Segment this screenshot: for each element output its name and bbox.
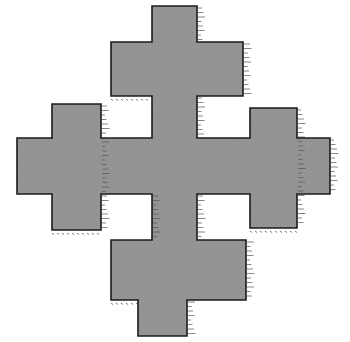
tick-mark: [146, 99, 148, 101]
tick-mark: [111, 99, 113, 101]
tick-mark: [136, 99, 138, 101]
tick-mark: [141, 99, 143, 101]
tick-mark: [275, 231, 277, 233]
tick-mark: [57, 233, 59, 235]
tick-mark: [265, 231, 267, 233]
tick-mark: [290, 231, 292, 233]
tick-mark: [126, 303, 128, 305]
tick-mark: [270, 231, 272, 233]
tick-mark: [280, 231, 282, 233]
tick-mark: [52, 233, 54, 235]
tick-mark: [126, 99, 128, 101]
tick-mark: [97, 233, 99, 235]
tick-mark: [116, 303, 118, 305]
tick-mark: [131, 99, 133, 101]
tick-mark: [72, 233, 74, 235]
tick-mark: [62, 233, 64, 235]
tick-mark: [295, 231, 297, 233]
tick-mark: [121, 99, 123, 101]
tick-mark: [67, 233, 69, 235]
tick-mark: [87, 233, 89, 235]
tick-mark: [250, 231, 252, 233]
tick-mark: [285, 231, 287, 233]
tick-mark: [255, 231, 257, 233]
tick-mark: [131, 303, 133, 305]
tick-mark: [77, 233, 79, 235]
tick-mark: [260, 231, 262, 233]
tick-mark: [111, 303, 113, 305]
tick-mark: [116, 99, 118, 101]
tick-mark: [121, 303, 123, 305]
tick-mark: [82, 233, 84, 235]
tick-mark: [92, 233, 94, 235]
